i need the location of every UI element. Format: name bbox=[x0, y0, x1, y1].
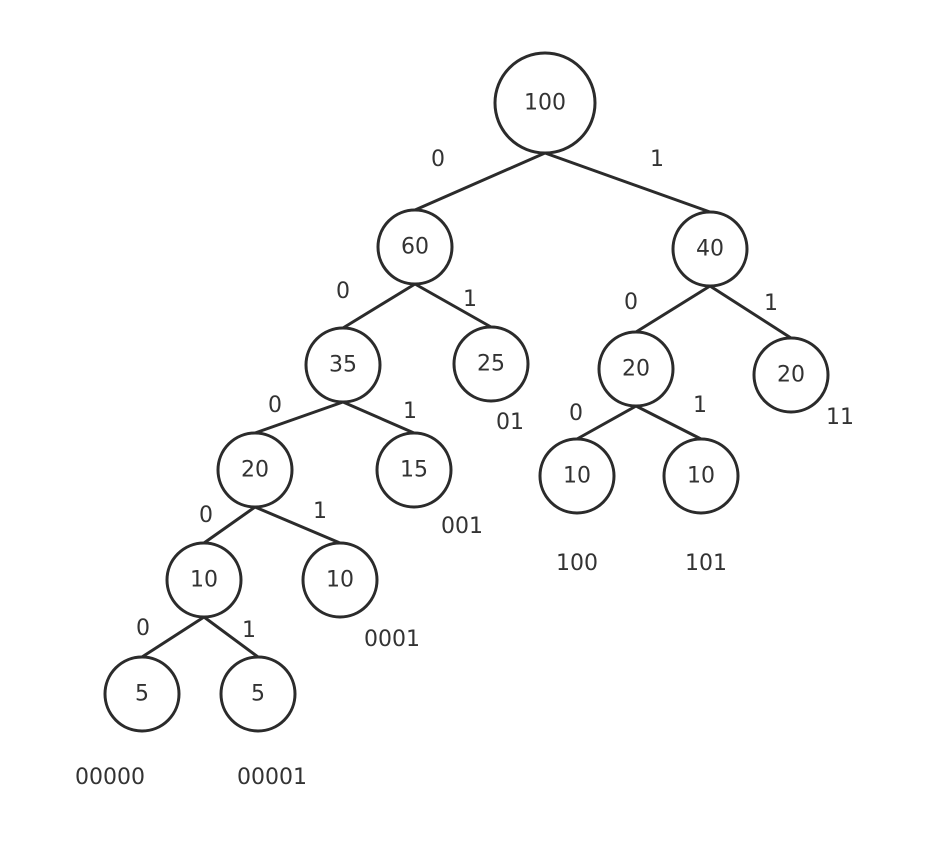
edge-bit-label: 0 bbox=[336, 279, 350, 304]
edge-n20l-n10b bbox=[254, 505, 341, 545]
edge-n10a-n5a bbox=[141, 615, 205, 659]
node-value: 20 bbox=[241, 458, 269, 483]
node-value: 15 bbox=[400, 458, 428, 483]
edge-n10a-n5b bbox=[203, 615, 259, 659]
edge-n35-n20l bbox=[254, 400, 344, 435]
node-value: 100 bbox=[524, 91, 566, 116]
edge-bit-label: 1 bbox=[693, 393, 707, 418]
edge-n20l-n10a bbox=[203, 505, 256, 545]
tree-node-n60: 60 bbox=[376, 208, 454, 286]
tree-node-n35: 35 bbox=[304, 326, 382, 404]
node-circle bbox=[376, 208, 454, 286]
tree-node-n10a: 10 bbox=[165, 541, 243, 619]
tree-node-n15: 15 bbox=[375, 431, 453, 509]
edge-bit-label: 1 bbox=[764, 291, 778, 316]
huffman-code-label: 0001 bbox=[364, 627, 420, 652]
node-circle bbox=[301, 541, 379, 619]
node-circle bbox=[493, 51, 597, 155]
edge-bit-label: 1 bbox=[313, 499, 327, 524]
edge-n100-n40 bbox=[544, 151, 711, 214]
edge-bit-label: 1 bbox=[403, 399, 417, 424]
huffman-code-label: 01 bbox=[496, 410, 524, 435]
edge-n35-n15 bbox=[342, 400, 415, 435]
node-value: 20 bbox=[622, 357, 650, 382]
tree-node-n20l: 20 bbox=[216, 431, 294, 509]
edge-n20r-n10d bbox=[635, 404, 702, 441]
edge-bit-label: 0 bbox=[569, 401, 583, 426]
node-circle bbox=[671, 210, 749, 288]
tree-node-n40: 40 bbox=[671, 210, 749, 288]
node-circle bbox=[165, 541, 243, 619]
node-value: 10 bbox=[326, 568, 354, 593]
edge-n60-n25 bbox=[414, 282, 492, 329]
tree-node-n100: 100 bbox=[493, 51, 597, 155]
node-value: 5 bbox=[251, 682, 265, 707]
edge-n40-n20rr bbox=[709, 284, 792, 340]
node-value: 60 bbox=[401, 235, 429, 260]
huffman-code-label: 100 bbox=[556, 551, 598, 576]
node-circle bbox=[103, 655, 181, 733]
node-circle bbox=[452, 325, 530, 403]
node-circle bbox=[216, 431, 294, 509]
huffman-code-label: 00001 bbox=[237, 765, 307, 790]
edge-bit-label: 0 bbox=[136, 616, 150, 641]
edge-n100-n60 bbox=[414, 151, 546, 212]
edge-bit-label: 1 bbox=[242, 618, 256, 643]
huffman-code-label: 101 bbox=[685, 551, 727, 576]
tree-node-n5a: 5 bbox=[103, 655, 181, 733]
huffman-code-label: 001 bbox=[441, 514, 483, 539]
node-value: 35 bbox=[329, 353, 357, 378]
edge-n40-n20r bbox=[635, 284, 711, 334]
node-circle bbox=[662, 437, 740, 515]
tree-node-n5b: 5 bbox=[219, 655, 297, 733]
tree-node-n20rr: 20 bbox=[752, 336, 830, 414]
edge-bit-label: 1 bbox=[650, 147, 664, 172]
node-circle bbox=[219, 655, 297, 733]
node-circle bbox=[375, 431, 453, 509]
tree-node-n10b: 10 bbox=[301, 541, 379, 619]
edge-n60-n35 bbox=[342, 282, 416, 330]
edge-bit-label: 0 bbox=[199, 503, 213, 528]
edge-n20r-n10c bbox=[576, 404, 637, 441]
edge-bit-label: 0 bbox=[624, 290, 638, 315]
node-value: 10 bbox=[190, 568, 218, 593]
edge-bit-label: 1 bbox=[463, 287, 477, 312]
tree-node-n10c: 10 bbox=[538, 437, 616, 515]
tree-node-n10d: 10 bbox=[662, 437, 740, 515]
node-value: 20 bbox=[777, 363, 805, 388]
node-value: 10 bbox=[563, 464, 591, 489]
node-value: 5 bbox=[135, 682, 149, 707]
node-circle bbox=[752, 336, 830, 414]
node-circle bbox=[538, 437, 616, 515]
huffman-code-label: 11 bbox=[826, 405, 854, 430]
node-value: 25 bbox=[477, 352, 505, 377]
node-value: 40 bbox=[696, 237, 724, 262]
edge-bit-label: 0 bbox=[268, 393, 282, 418]
node-value: 10 bbox=[687, 464, 715, 489]
huffman-code-label: 00000 bbox=[75, 765, 145, 790]
edge-bit-label: 0 bbox=[431, 147, 445, 172]
tree-node-n20r: 20 bbox=[597, 330, 675, 408]
node-circle bbox=[304, 326, 382, 404]
tree-node-n25: 25 bbox=[452, 325, 530, 403]
node-circle bbox=[597, 330, 675, 408]
